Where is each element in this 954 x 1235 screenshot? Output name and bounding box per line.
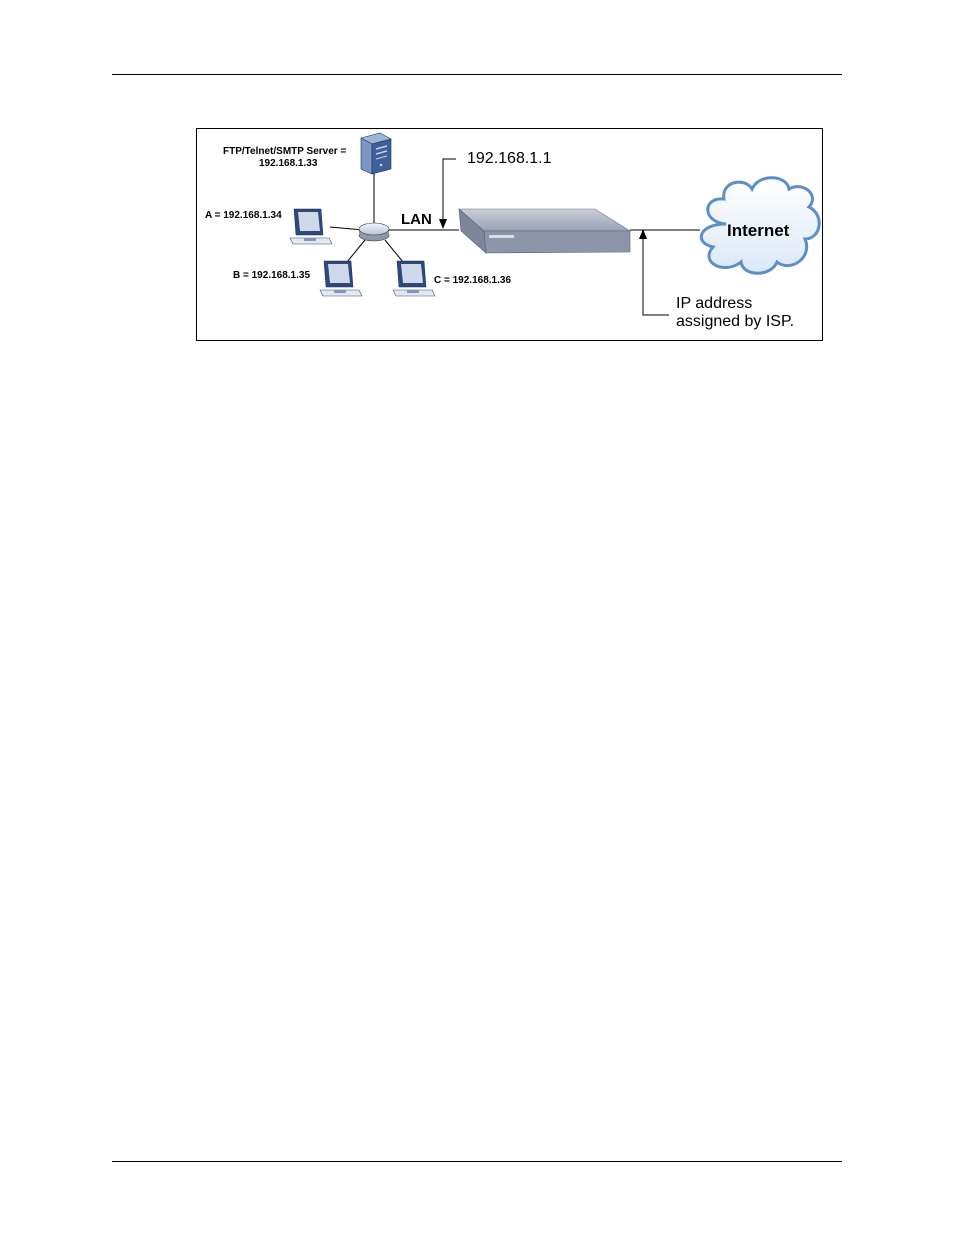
pc-a-link bbox=[330, 227, 363, 230]
server-label: FTP/Telnet/SMTP Server = bbox=[223, 147, 346, 157]
internet-label: Internet bbox=[727, 222, 789, 239]
router-icon bbox=[459, 209, 630, 253]
router-ip-label: 192.168.1.1 bbox=[467, 151, 552, 167]
hub-icon bbox=[359, 223, 389, 241]
arrow-icon bbox=[639, 229, 669, 315]
computer-icon bbox=[290, 209, 332, 244]
server-icon bbox=[361, 133, 391, 174]
computer-icon bbox=[393, 261, 435, 296]
arrow-icon bbox=[439, 159, 456, 229]
header-rule bbox=[112, 74, 842, 75]
server-ip-label: 192.168.1.33 bbox=[259, 159, 317, 169]
pc-b-label: B = 192.168.1.35 bbox=[233, 271, 310, 281]
isp-label-line2: assigned by ISP. bbox=[676, 314, 794, 330]
pc-b-link bbox=[347, 240, 365, 262]
lan-label: LAN bbox=[401, 212, 432, 227]
footer-rule bbox=[112, 1161, 842, 1162]
network-diagram: FTP/Telnet/SMTP Server = 192.168.1.33 A … bbox=[196, 128, 823, 341]
isp-label-line1: IP address bbox=[676, 296, 752, 312]
pc-c-link bbox=[385, 240, 403, 262]
pc-c-label: C = 192.168.1.36 bbox=[434, 276, 511, 286]
pc-a-label: A = 192.168.1.34 bbox=[205, 211, 282, 221]
computer-icon bbox=[320, 261, 362, 296]
